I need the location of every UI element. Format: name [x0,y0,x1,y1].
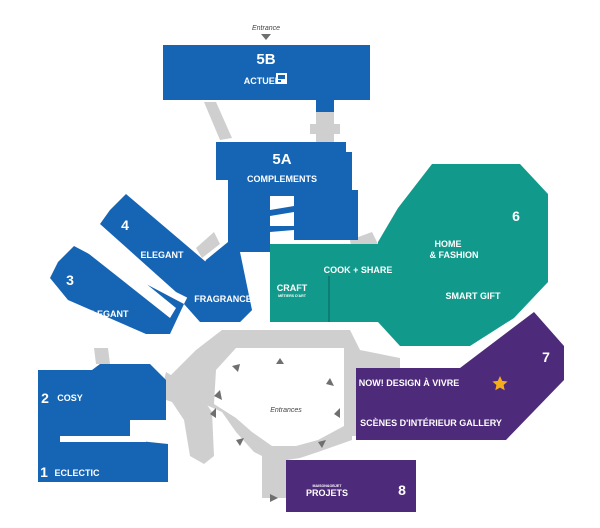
arrow-9 [270,494,278,502]
corridor-left-lower [160,372,214,464]
hall-8-small-title: MAISON&OBJET [313,484,343,488]
arrow-3 [326,378,334,386]
hall-5a-label: COMPLEMENTS [247,174,317,184]
arrow-2 [232,364,240,372]
hall-8-number: 8 [398,482,406,498]
hall-7-number: 7 [542,349,550,365]
hall-3-label: ELEGANT [85,309,129,319]
hall-craft-label: CRAFT [277,283,308,293]
corridor-4-5a [196,232,220,258]
hall-1 [38,444,168,482]
arrow-1 [276,358,284,364]
arrow-4 [210,408,216,418]
hall-6-label-line1: HOME [435,239,462,249]
hall-craft-sublabel: MÉTIERS D'ART [278,293,307,298]
hall-8 [286,460,416,512]
central-courtyard [214,348,344,446]
hall-fragrances [184,252,252,322]
corridor-5b-5a-right-cap [310,124,340,134]
hall-6-label-line2: & FASHION [429,250,478,260]
hall-7-label-gallery: SCÈNES D'INTÉRIEUR GALLERY [360,418,502,428]
hall-4-number: 4 [121,217,129,233]
entrances-center-label: Entrances [270,407,302,414]
hall-4 [100,194,206,300]
entrance-top-label: Entrance [252,25,280,32]
hall-cook-share [270,244,398,322]
entrance-arrows [210,34,340,502]
hall-3 [50,246,184,334]
hall-5b-label: ACTUEL [244,76,281,86]
hall-1-number: 1 [40,464,48,480]
hall-8-label: PROJETS [306,488,348,498]
hall-7-label: NOW! DESIGN À VIVRE [359,378,460,388]
hall-3-number: 3 [66,272,74,288]
hall-2-number: 2 [41,390,49,406]
hall-5a-cutouts [270,196,294,240]
hall-5b [163,45,370,112]
hall-2-label: COSY [57,393,83,403]
hall-fragrances-label: FRAGRANCES [194,294,258,304]
corridor-bottom-8 [262,480,292,496]
corridor-3-2 [94,348,110,364]
arrow-6 [214,390,222,400]
actuel-logo-icon [276,73,287,84]
hall-cook-share-label: COOK + SHARE [324,265,393,275]
arrow-5 [334,408,340,418]
arrow-top-entrance [261,34,271,40]
teal-halls [270,164,548,346]
star-icon [492,376,508,391]
hall-7 [356,312,564,440]
hall-1-label: ECLECTIC [55,468,101,478]
arrow-8 [318,440,326,448]
craft-divider [328,276,330,322]
arrow-7 [236,438,244,446]
hall-2-divider [60,436,146,442]
corridor-5b-5a-left [204,102,232,140]
hall-4-label: ELEGANT [140,250,184,260]
hall-5a-number: 5A [272,151,291,168]
hall-6-number: 6 [512,208,520,224]
hall-5b-number: 5B [256,51,275,68]
purple-halls [286,312,564,512]
hall-6 [378,164,548,346]
gap-4-3 [84,238,176,318]
hall-6-label-smart-gift: SMART GIFT [446,291,501,301]
